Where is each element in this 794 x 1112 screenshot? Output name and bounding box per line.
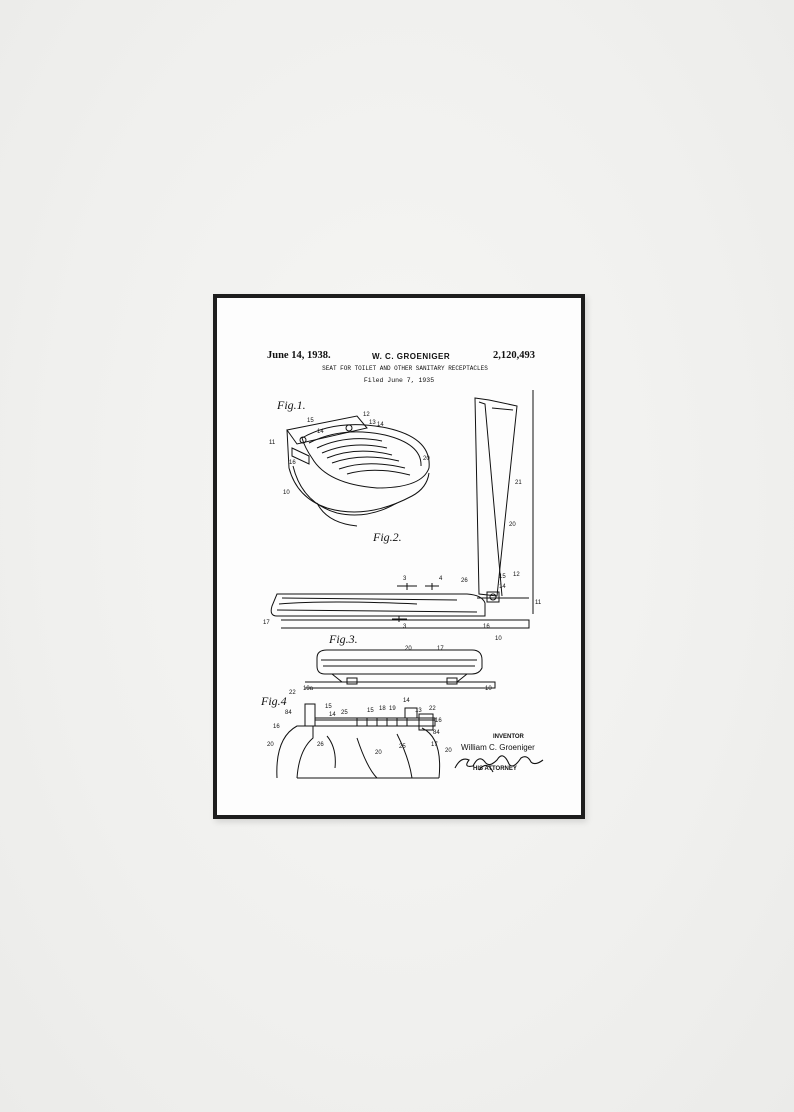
- svg-text:15: 15: [325, 704, 332, 710]
- svg-text:18: 18: [379, 706, 386, 712]
- svg-text:20: 20: [405, 646, 412, 652]
- svg-text:19: 19: [389, 706, 396, 712]
- patent-number: 2,120,493: [493, 350, 535, 361]
- svg-text:21: 21: [515, 480, 522, 486]
- svg-text:26: 26: [461, 578, 468, 584]
- fig1-toilet-drawing: [286, 415, 430, 527]
- svg-text:10: 10: [485, 686, 492, 692]
- svg-text:20: 20: [445, 748, 452, 754]
- svg-text:11: 11: [269, 440, 276, 446]
- fig2-section-drawing: [270, 390, 534, 629]
- svg-text:14: 14: [377, 422, 384, 428]
- svg-text:22: 22: [289, 690, 296, 696]
- svg-text:16: 16: [289, 460, 296, 466]
- svg-text:10: 10: [495, 636, 502, 642]
- reference-numerals: 11 15 14 12 13 14 16 10 20 21 20 17 26 1…: [263, 412, 542, 756]
- inventor-name: William C. Groeniger: [461, 743, 535, 752]
- svg-text:20: 20: [267, 742, 274, 748]
- svg-text:10: 10: [283, 490, 290, 496]
- svg-text:14: 14: [403, 698, 410, 704]
- attorney-label: HIS ATTORNEY: [473, 766, 517, 772]
- svg-text:3: 3: [403, 576, 407, 582]
- fig1-label: Fig.1.: [277, 398, 306, 412]
- patent-inventor-header: W. C. GROENIGER: [372, 352, 451, 361]
- svg-text:25: 25: [341, 710, 348, 716]
- svg-text:20: 20: [509, 522, 516, 528]
- fig4-label: Fig.4: [261, 694, 287, 708]
- patent-title: SEAT FOR TOILET AND OTHER SANITARY RECEP…: [322, 365, 488, 372]
- attorney-signature: [454, 755, 544, 773]
- svg-text:12: 12: [513, 572, 520, 578]
- svg-text:22: 22: [429, 706, 436, 712]
- svg-text:14: 14: [499, 584, 506, 590]
- svg-text:17: 17: [263, 620, 270, 626]
- svg-text:25: 25: [399, 744, 406, 750]
- patent-drawing: 11 15 14 12 13 14 16 10 20 21 20 17 26 1…: [263, 390, 544, 779]
- fig4-hinge-detail: [276, 703, 441, 779]
- svg-text:15: 15: [367, 708, 374, 714]
- svg-text:26: 26: [317, 742, 324, 748]
- svg-text:17: 17: [437, 646, 444, 652]
- svg-text:3: 3: [403, 624, 407, 630]
- fig3-label: Fig.3.: [329, 632, 358, 646]
- poster-frame: June 14, 1938. W. C. GROENIGER 2,120,493…: [213, 294, 585, 819]
- svg-text:15: 15: [307, 418, 314, 424]
- fig3-cross-section: [305, 649, 496, 689]
- svg-text:84: 84: [285, 710, 292, 716]
- patent-date: June 14, 1938.: [267, 350, 331, 361]
- fig2-label: Fig.2.: [373, 530, 402, 544]
- inventor-label: INVENTOR: [493, 734, 524, 740]
- patent-filed-date: Filed June 7, 1935: [363, 377, 435, 384]
- svg-text:14: 14: [329, 712, 336, 718]
- svg-text:19a: 19a: [303, 686, 314, 692]
- svg-text:17: 17: [431, 742, 438, 748]
- svg-text:16: 16: [483, 624, 490, 630]
- svg-text:14: 14: [317, 429, 324, 435]
- svg-text:11: 11: [535, 600, 542, 606]
- svg-text:4: 4: [439, 576, 443, 582]
- svg-text:13: 13: [369, 420, 376, 426]
- svg-text:16: 16: [435, 718, 442, 724]
- svg-text:12: 12: [363, 412, 370, 418]
- svg-text:13: 13: [415, 708, 422, 714]
- patent-sheet: June 14, 1938. W. C. GROENIGER 2,120,493…: [217, 298, 581, 815]
- svg-text:20: 20: [375, 750, 382, 756]
- svg-text:84: 84: [433, 730, 440, 736]
- svg-text:16: 16: [273, 724, 280, 730]
- svg-text:15: 15: [499, 574, 506, 580]
- svg-text:20: 20: [423, 456, 430, 462]
